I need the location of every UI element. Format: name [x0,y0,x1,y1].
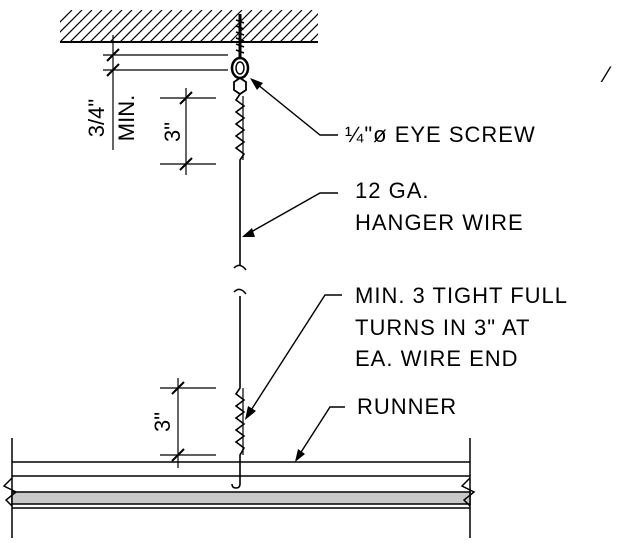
hatch-line [129,10,163,42]
eye-screw-label: ¼"ø EYE SCREW [345,122,536,147]
hatch-line [169,10,203,42]
clearance-dimension: 3/4" MIN. [84,35,228,150]
eye-screw-leader: ¼"ø EYE SCREW [250,78,536,147]
runner-label: RUNNER [357,394,457,419]
hanger-wire-top [233,76,247,265]
wire-break [233,264,247,295]
ceiling-structure [60,10,362,43]
hatch-line [60,10,83,33]
hatch-line [199,10,233,42]
hatch-line [229,10,263,42]
eye-screw [230,14,250,80]
hatch-line [149,10,183,42]
hatch-line [189,10,223,42]
clearance-value: 3/4" [84,99,109,137]
corner-mark: ⁄ [600,62,612,87]
top-wrap-dimension: 3" [160,88,216,175]
hanger-label-line1: 12 GA. [355,178,429,203]
hatch-line [209,10,243,42]
hatch-line [249,10,283,42]
hatch-line [239,10,273,42]
hatch-line [79,10,113,42]
hatch-line [139,10,173,42]
hatch-line [259,10,293,42]
hatch-line [279,10,313,42]
ceiling-hatch [60,10,362,42]
hatch-line [309,33,318,42]
ceiling-panel [11,491,471,505]
hatch-line [299,23,318,42]
bottom-wrap-value: 3" [150,412,175,432]
hatch-line [60,10,73,23]
runner-leader: RUNNER [295,394,457,462]
top-wrap-value: 3" [160,122,185,142]
hatch-line [109,10,143,42]
right-break [460,477,476,507]
hatch-line [289,13,318,42]
turns-leader: MIN. 3 TIGHT FULL TURNS IN 3" AT EA. WIR… [245,283,568,420]
hanger-wire-leader: 12 GA. HANGER WIRE [242,178,524,237]
hanger-wire-bottom [231,296,246,489]
clearance-min: MIN. [114,95,139,141]
hatch-line [320,10,352,42]
hatch-line [269,10,303,42]
bottom-wrap-dimension: 3" [150,378,216,468]
hatch-line [69,10,103,42]
hanger-label-line2: HANGER WIRE [355,210,524,235]
hatch-line [89,10,123,42]
left-break [2,477,18,507]
hatch-line [60,10,93,42]
hatch-line [179,10,213,42]
hatch-line [159,10,193,42]
hatch-line [330,10,362,42]
turns-label-line2: TURNS IN 3" AT [355,315,530,340]
hatch-line [119,10,153,42]
hatch-line [99,10,133,42]
runner-section [2,438,476,538]
turns-label-line1: MIN. 3 TIGHT FULL [355,283,568,308]
turns-label-line3: EA. WIRE END [355,346,519,371]
